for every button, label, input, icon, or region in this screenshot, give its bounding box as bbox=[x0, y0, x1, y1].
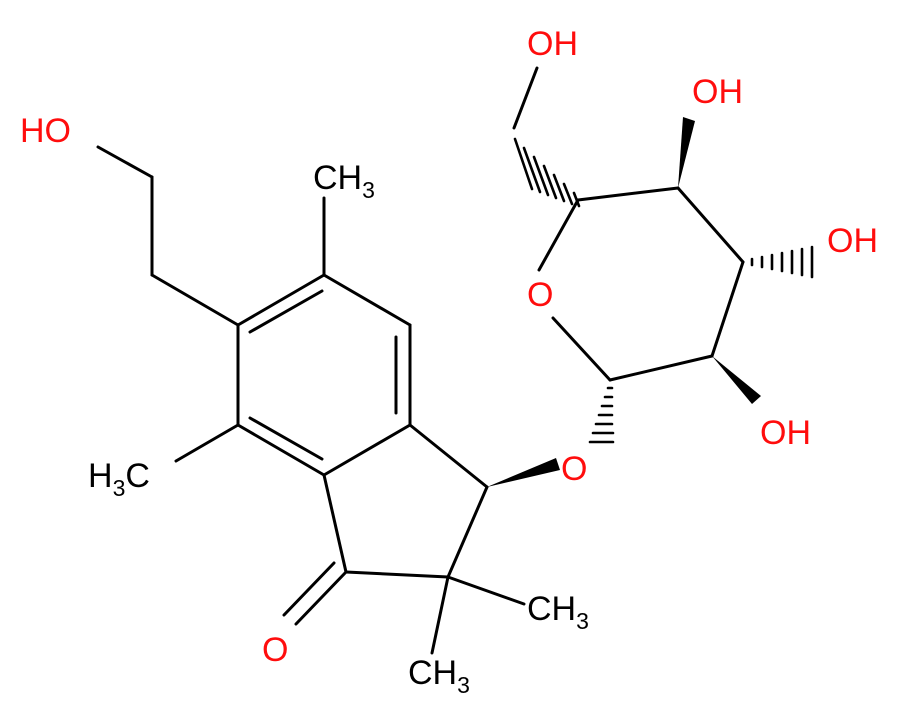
bond bbox=[150, 273, 240, 327]
bond bbox=[322, 273, 412, 327]
methyl-label: CH3 bbox=[408, 654, 470, 698]
bond bbox=[282, 561, 336, 617]
bond-lines bbox=[96, 66, 745, 655]
bond bbox=[294, 570, 348, 626]
bond bbox=[446, 575, 526, 606]
bond bbox=[710, 260, 745, 358]
bond bbox=[676, 186, 745, 264]
bond bbox=[430, 575, 450, 655]
bond bbox=[236, 273, 326, 327]
hash-bond bbox=[588, 386, 615, 444]
bond bbox=[96, 145, 154, 179]
bond bbox=[322, 423, 412, 477]
bond bbox=[608, 354, 714, 382]
bond bbox=[248, 289, 324, 334]
bond bbox=[512, 66, 539, 130]
bond bbox=[322, 473, 348, 574]
ring-oxygen-label: O bbox=[527, 276, 553, 314]
wedge-bond bbox=[712, 356, 761, 404]
methyl-label: CH3 bbox=[313, 159, 375, 203]
stereo-bonds bbox=[487, 117, 814, 487]
bond bbox=[551, 316, 612, 382]
carbonyl-oxygen-label: O bbox=[262, 631, 288, 669]
methyl-label: H3C bbox=[88, 457, 150, 501]
bond bbox=[576, 186, 680, 202]
bond bbox=[248, 416, 324, 461]
bond bbox=[174, 423, 240, 463]
methyl-label: CH3 bbox=[527, 590, 589, 634]
hash-bond bbox=[513, 137, 581, 208]
oh-label: OH bbox=[527, 25, 578, 63]
oh-label: OH bbox=[692, 73, 743, 111]
bond bbox=[446, 485, 489, 579]
bond bbox=[537, 198, 580, 272]
wedge-bond bbox=[678, 117, 695, 188]
glycosidic-oxygen-label: O bbox=[561, 450, 587, 488]
bond bbox=[344, 570, 450, 579]
bond bbox=[408, 423, 489, 489]
oh-label: OH bbox=[827, 222, 878, 260]
hash-bond bbox=[750, 245, 814, 279]
ho-label: HO bbox=[20, 112, 71, 150]
atom-labels: HO CH3 H3C O CH3 CH3 O O OH OH OH OH bbox=[20, 25, 878, 698]
oh-label: OH bbox=[760, 414, 811, 452]
bond bbox=[236, 423, 326, 477]
wedge-bond bbox=[487, 458, 560, 487]
